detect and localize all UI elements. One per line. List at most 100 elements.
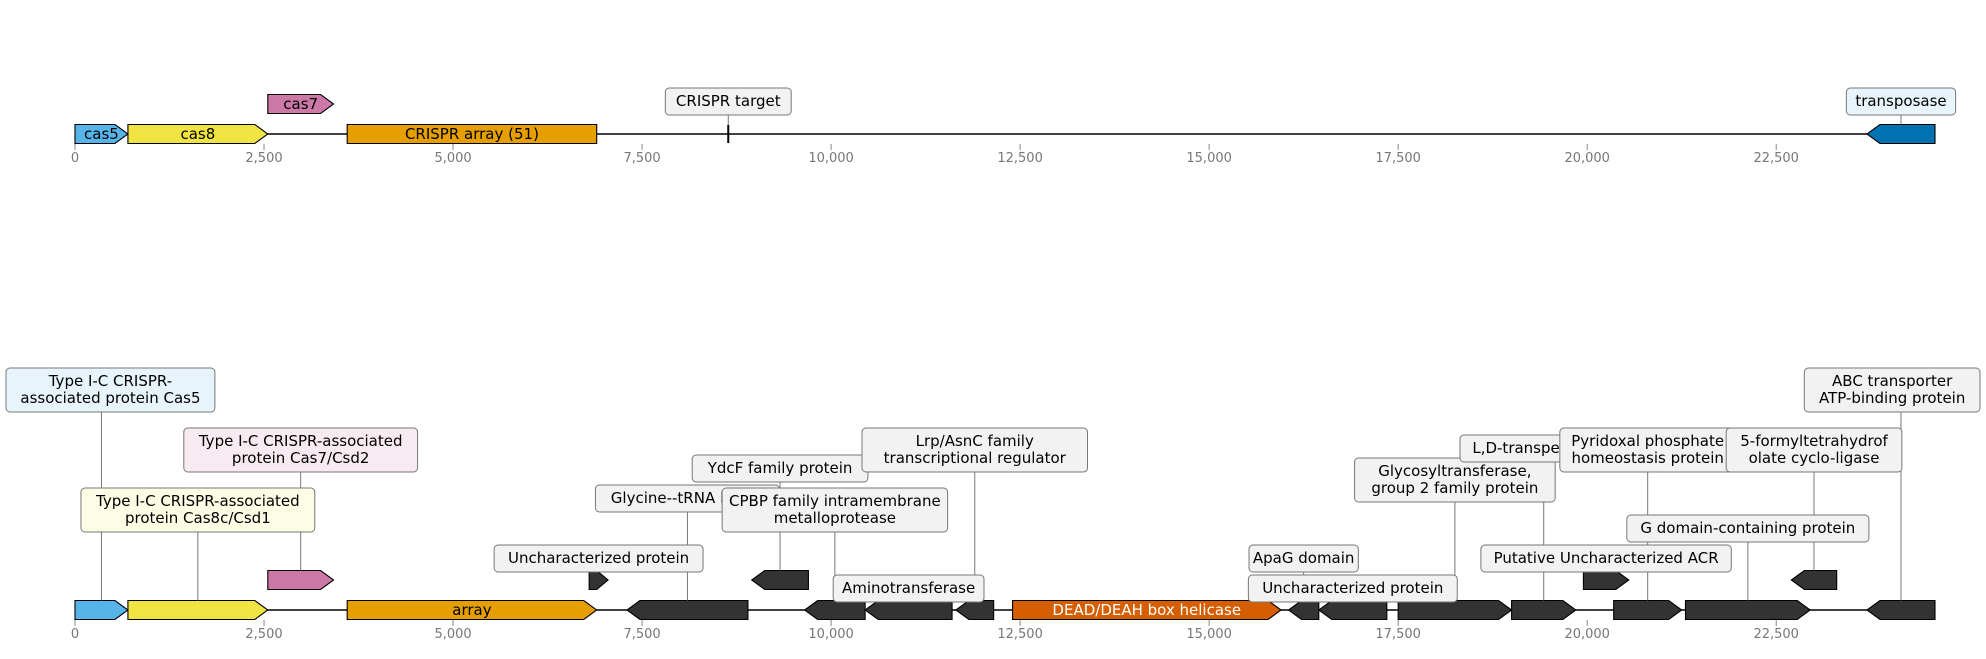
d-unchar1-feature <box>588 569 609 591</box>
d-glycine-feature <box>626 599 749 621</box>
axis-tick-label: 2,500 <box>245 627 282 642</box>
cas7-label: cas7 <box>283 95 318 113</box>
d-lrp-box-label-text: transcriptional regulator <box>884 449 1067 467</box>
cas8-feature <box>127 123 269 145</box>
d-acr-box-label-box <box>1480 544 1732 573</box>
d-glycosyl-box-label-text: Glycosyltransferase, <box>1378 462 1531 480</box>
d-formyl-box-label-text: olate cyclo-ligase <box>1749 449 1880 467</box>
axis-tick-label: 0 <box>71 627 79 642</box>
d-cas8-box-label-text: Type I-C CRISPR-associated <box>95 492 300 510</box>
crispr-target-label: CRISPR target <box>664 87 792 116</box>
d-lrp-feature <box>954 599 995 621</box>
axis-tick-label: 20,000 <box>1564 627 1610 642</box>
d-helicase-feature <box>1012 599 1282 621</box>
d-cpbp-feature <box>803 599 866 621</box>
d-unchar1-box-label-text: Uncharacterized protein <box>508 549 689 567</box>
d-apag-box-label-text: ApaG domain <box>1253 549 1355 567</box>
cas8-label: cas8 <box>180 125 215 143</box>
track-overview: 0 2,500 5,000 7,500 10,000 12,500 15,000 17,500… <box>71 93 1936 166</box>
d-abc-box-label-text: ATP-binding protein <box>1819 389 1965 407</box>
axis-tick-label: 10,000 <box>808 151 854 166</box>
axis-tick-label: 5,000 <box>434 151 471 166</box>
axis-tick-label: 2,500 <box>245 151 282 166</box>
d-gdomain-box-label: G domain-containing protein <box>1626 514 1870 543</box>
d-cas5-box-label: Type I-C CRISPR-associated protein Cas5 <box>5 367 216 413</box>
d-apag-feature <box>1287 599 1320 621</box>
axis-tick-label: 7,500 <box>623 151 660 166</box>
axis-tick-label: 17,500 <box>1375 627 1421 642</box>
axis-tick-label: 5,000 <box>434 627 471 642</box>
axis-tick-label: 12,500 <box>997 151 1043 166</box>
d-gdomain-feature <box>1684 599 1812 621</box>
axis-tick-label: 15,000 <box>1186 151 1232 166</box>
transposase-box-label-text: transposase <box>1855 92 1946 110</box>
cas5-label: cas5 <box>84 125 119 143</box>
d-lrp-box-label-box <box>861 427 1089 473</box>
transposase-box-label: transposase <box>1845 87 1957 116</box>
d-lrp-box-label-text: Lrp/AsnC family <box>916 432 1034 450</box>
d-gdomain-box-label-box <box>1626 514 1870 543</box>
transposase-feature <box>1866 123 1936 145</box>
d-amino-feature <box>864 599 953 621</box>
d-cas5-box-label-box <box>5 367 216 413</box>
d-formyl-box-label-text: 5-formyltetrahydrof <box>1740 432 1888 450</box>
d-ydcf-box-label-text: YdcF family protein <box>707 459 853 477</box>
axis-tick-label: 0 <box>71 151 79 166</box>
d-cas7-box-label-text: protein Cas7/Csd2 <box>232 449 370 467</box>
d-array-label: array <box>452 601 491 619</box>
d-cpbp-box-label-text: metalloprotease <box>774 509 896 527</box>
d-abc-box-label-box <box>1803 367 1981 413</box>
d-acr-feature <box>1582 569 1630 591</box>
d-ldtrans-feature <box>1511 599 1577 621</box>
d-unchar2-feature <box>1317 599 1388 621</box>
d-glycosyl-box-label-text: group 2 family protein <box>1371 479 1538 497</box>
axis-tick-label: 10,000 <box>808 627 854 642</box>
d-amino-box-label-text: Aminotransferase <box>842 579 975 597</box>
axis-tick-label: 12,500 <box>997 627 1043 642</box>
d-gdomain-box-label-text: G domain-containing protein <box>1640 519 1855 537</box>
cas7-feature <box>267 93 335 115</box>
d-cas8-feature <box>127 599 269 621</box>
d-abc-box-label-text: ABC transporter <box>1832 372 1953 390</box>
d-unchar1-box-label: Uncharacterized protein <box>493 544 704 573</box>
d-acr-box-label-text: Putative Uncharacterized ACR <box>1494 549 1719 567</box>
d-cas8-box-label-box <box>80 487 316 533</box>
d-cas8-box-label-text: protein Cas8c/Csd1 <box>125 509 271 527</box>
d-formyl-feature <box>1790 569 1838 591</box>
d-cas7-feature <box>267 569 335 591</box>
d-unchar1-box-label-box <box>493 544 704 573</box>
d-pyridoxal-box-label-text: homeostasis protein <box>1571 449 1723 467</box>
d-apag-box-label-box <box>1248 544 1359 573</box>
d-pyridoxal-feature <box>1613 599 1683 621</box>
crispr-target-label-box <box>664 87 792 116</box>
d-acr-box-label: Putative Uncharacterized ACR <box>1480 544 1732 573</box>
d-unchar2-box-label-box <box>1247 574 1458 603</box>
d-ydcf-feature <box>750 569 809 591</box>
d-unchar2-box-label: Uncharacterized protein <box>1247 574 1458 603</box>
axis-tick-label: 22,500 <box>1753 151 1799 166</box>
d-cas7-box-label-box <box>183 427 419 473</box>
d-ydcf-box-label: YdcF family protein <box>691 454 869 483</box>
crispr-target-label-text: CRISPR target <box>676 92 781 110</box>
d-cas7-box-label-text: Type I-C CRISPR-associated <box>198 432 403 450</box>
d-glycosyl-box-label: Glycosyltransferase,group 2 family prote… <box>1354 457 1556 503</box>
d-helicase-label: DEAD/DEAH box helicase <box>1052 601 1241 619</box>
d-unchar2-box-label-text: Uncharacterized protein <box>1262 579 1443 597</box>
d-glycosyl-box-label-box <box>1354 457 1556 503</box>
axis-tick-label: 17,500 <box>1375 151 1421 166</box>
axis-tick-label: 15,000 <box>1186 627 1232 642</box>
d-glycosyl-feature <box>1397 599 1513 621</box>
crispr-array-feature <box>346 123 598 145</box>
d-cas5-box-label-text: Type I-C CRISPR- <box>48 372 172 390</box>
d-apag-box-label: ApaG domain <box>1248 544 1359 573</box>
d-amino-box-label-box <box>832 574 985 603</box>
d-cpbp-box-label-text: CPBP family intramembrane <box>729 492 941 510</box>
